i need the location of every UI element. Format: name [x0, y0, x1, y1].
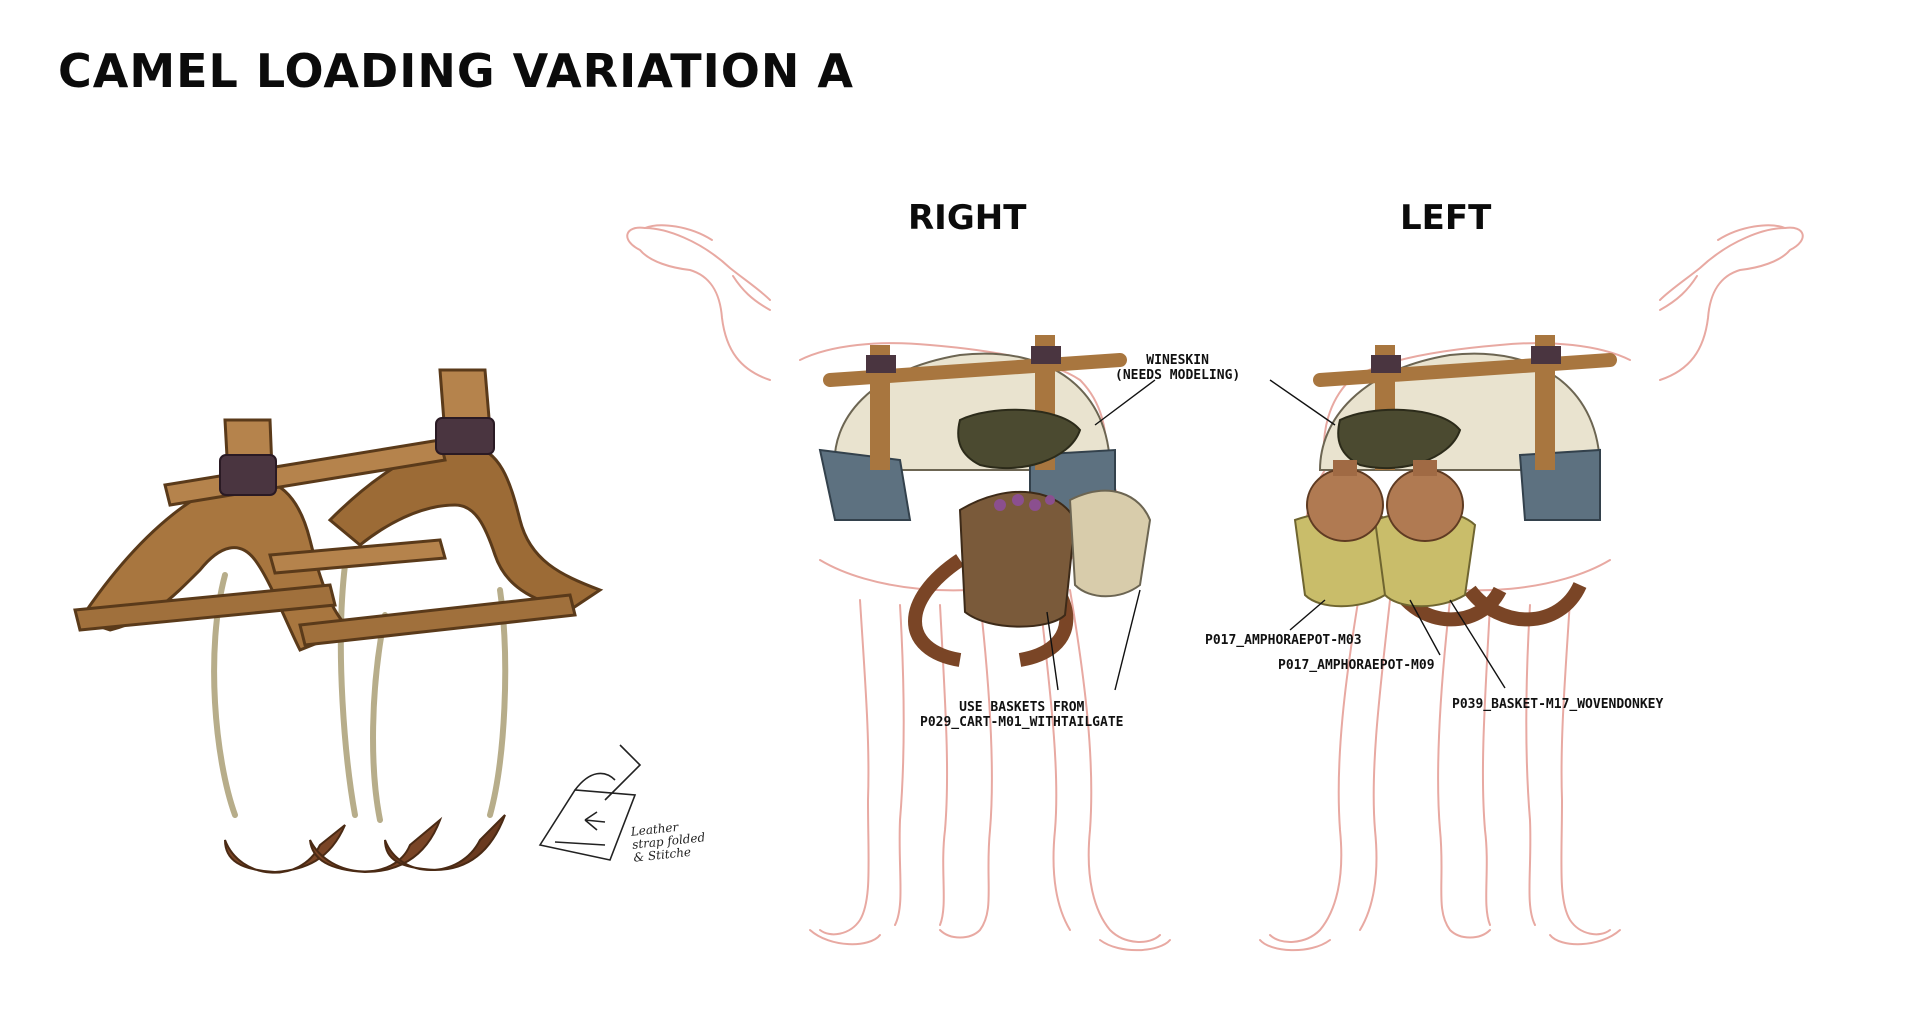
- callout-amphora-m09: P017_AMPHORAEPOT-M09: [1278, 658, 1435, 673]
- saddle-frame-illustration: [73, 368, 604, 874]
- sheet-title: CAMEL LOADING VARIATION A: [58, 44, 854, 98]
- callout-amphora-m03: P017_AMPHORAEPOT-M03: [1205, 633, 1362, 648]
- view-label-right: RIGHT: [908, 198, 1027, 238]
- right-view-load: [818, 335, 1152, 667]
- callout-baskets-line1: USE BASKETS FROM: [959, 700, 1085, 715]
- strap-sketch: [538, 744, 642, 861]
- callout-wineskin-line1: WINESKIN: [1146, 353, 1209, 368]
- callout-baskets-line2: P029_CART-M01_WITHTAILGATE: [920, 715, 1124, 730]
- callout-wineskin-line2: (NEEDS MODELING): [1115, 368, 1241, 383]
- view-label-left: LEFT: [1400, 198, 1492, 238]
- left-view-load: [1293, 335, 1617, 627]
- leader-lines: [1046, 379, 1506, 691]
- callout-baskets: USE BASKETS FROM P029_CART-M01_WITHTAILG…: [920, 700, 1124, 730]
- sketch-note: Leather strap folded & Stitche: [630, 818, 707, 865]
- callout-basket-woven: P039_BASKET-M17_WOVENDONKEY: [1452, 697, 1664, 712]
- callout-wineskin: WINESKIN (NEEDS MODELING): [1115, 353, 1240, 383]
